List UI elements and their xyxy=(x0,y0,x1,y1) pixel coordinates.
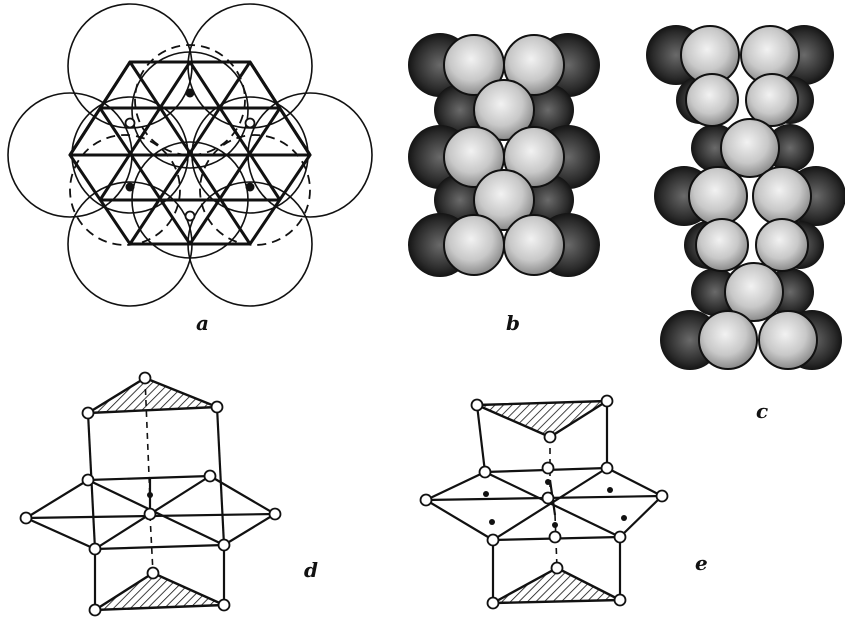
panel-a-dashed-circles xyxy=(69,44,311,246)
panel-d-nodes xyxy=(19,371,282,617)
panel-e-nodes xyxy=(419,394,669,610)
panel-d-label: d xyxy=(304,558,318,582)
panel-d-top-triangle xyxy=(87,376,218,415)
panel-d-coordination-polyhedra: d xyxy=(19,371,318,617)
panel-c-sphere-stack: c xyxy=(646,25,845,423)
panel-b-sphere-stack: b xyxy=(408,33,600,335)
panel-a-label: a xyxy=(196,311,209,335)
panel-d-markers xyxy=(147,492,153,498)
panel-e-markers xyxy=(483,479,627,528)
panel-e-label: e xyxy=(695,551,708,575)
panel-c-light-spheres xyxy=(680,25,818,370)
panel-e-central-layer xyxy=(425,466,663,542)
panel-e-top-triangle xyxy=(476,399,612,439)
panel-e-coordination-polyhedra: e xyxy=(419,394,708,610)
panel-a-markers xyxy=(124,88,256,222)
panel-d-bottom-triangle xyxy=(90,571,225,612)
panel-c-label: c xyxy=(756,399,768,423)
panel-b-label: b xyxy=(506,311,520,335)
panel-a-close-packed-layers: a xyxy=(7,3,373,335)
panel-b-light-spheres xyxy=(443,34,565,276)
panel-a-lattice-lines xyxy=(68,61,312,245)
panel-e-bottom-triangle xyxy=(492,566,621,605)
